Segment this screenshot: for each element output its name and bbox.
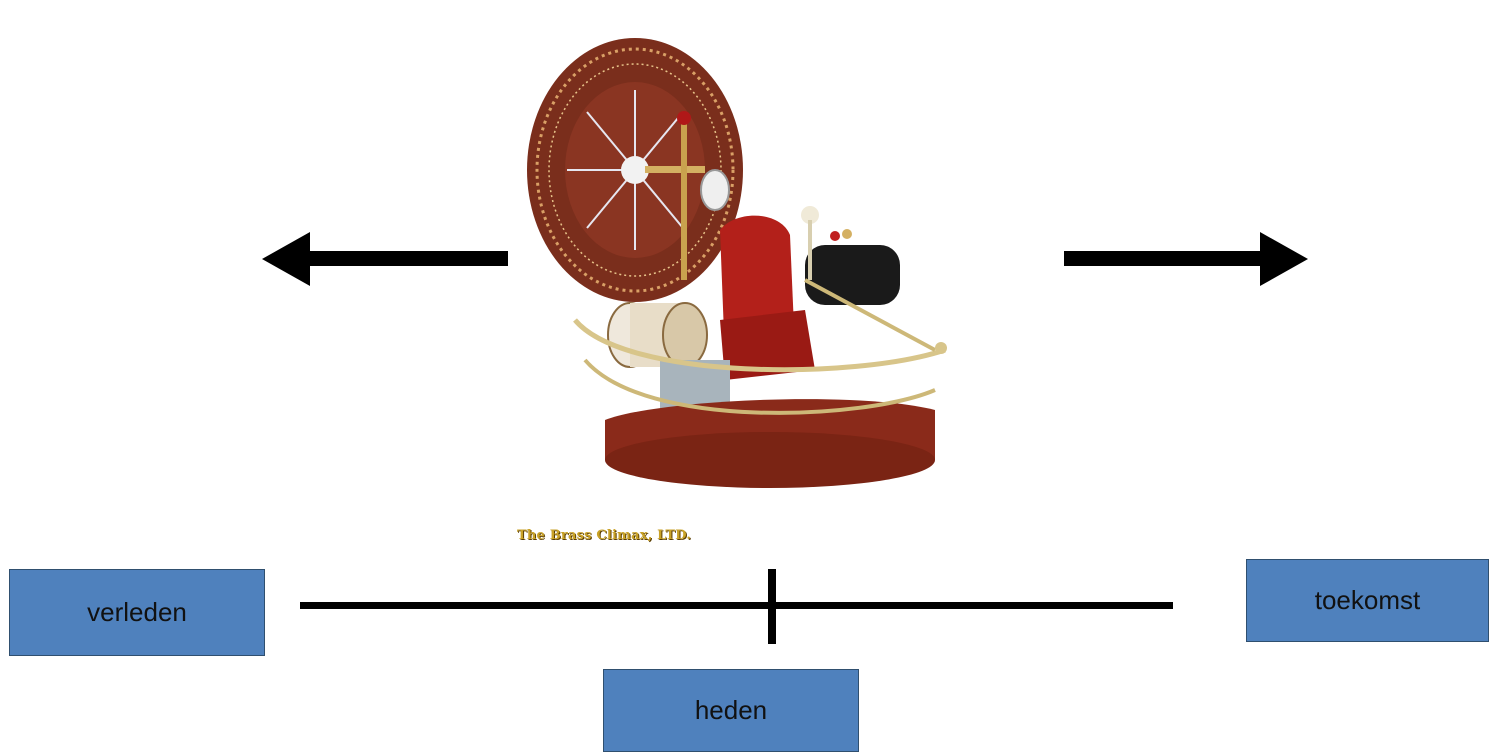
future-label: toekomst: [1315, 585, 1421, 616]
present-label: heden: [695, 695, 767, 726]
arrow-right-icon: [1064, 232, 1308, 286]
future-label-box: toekomst: [1246, 559, 1489, 642]
present-tick-mark: [768, 569, 776, 644]
past-label: verleden: [87, 597, 187, 628]
past-label-box: verleden: [9, 569, 265, 656]
present-label-box: heden: [603, 669, 859, 752]
time-machine-image: [505, 20, 975, 520]
image-caption: The Brass Climax, LTD.: [517, 528, 691, 543]
arrow-left-icon: [262, 232, 508, 286]
timeline-line: [300, 602, 1173, 609]
